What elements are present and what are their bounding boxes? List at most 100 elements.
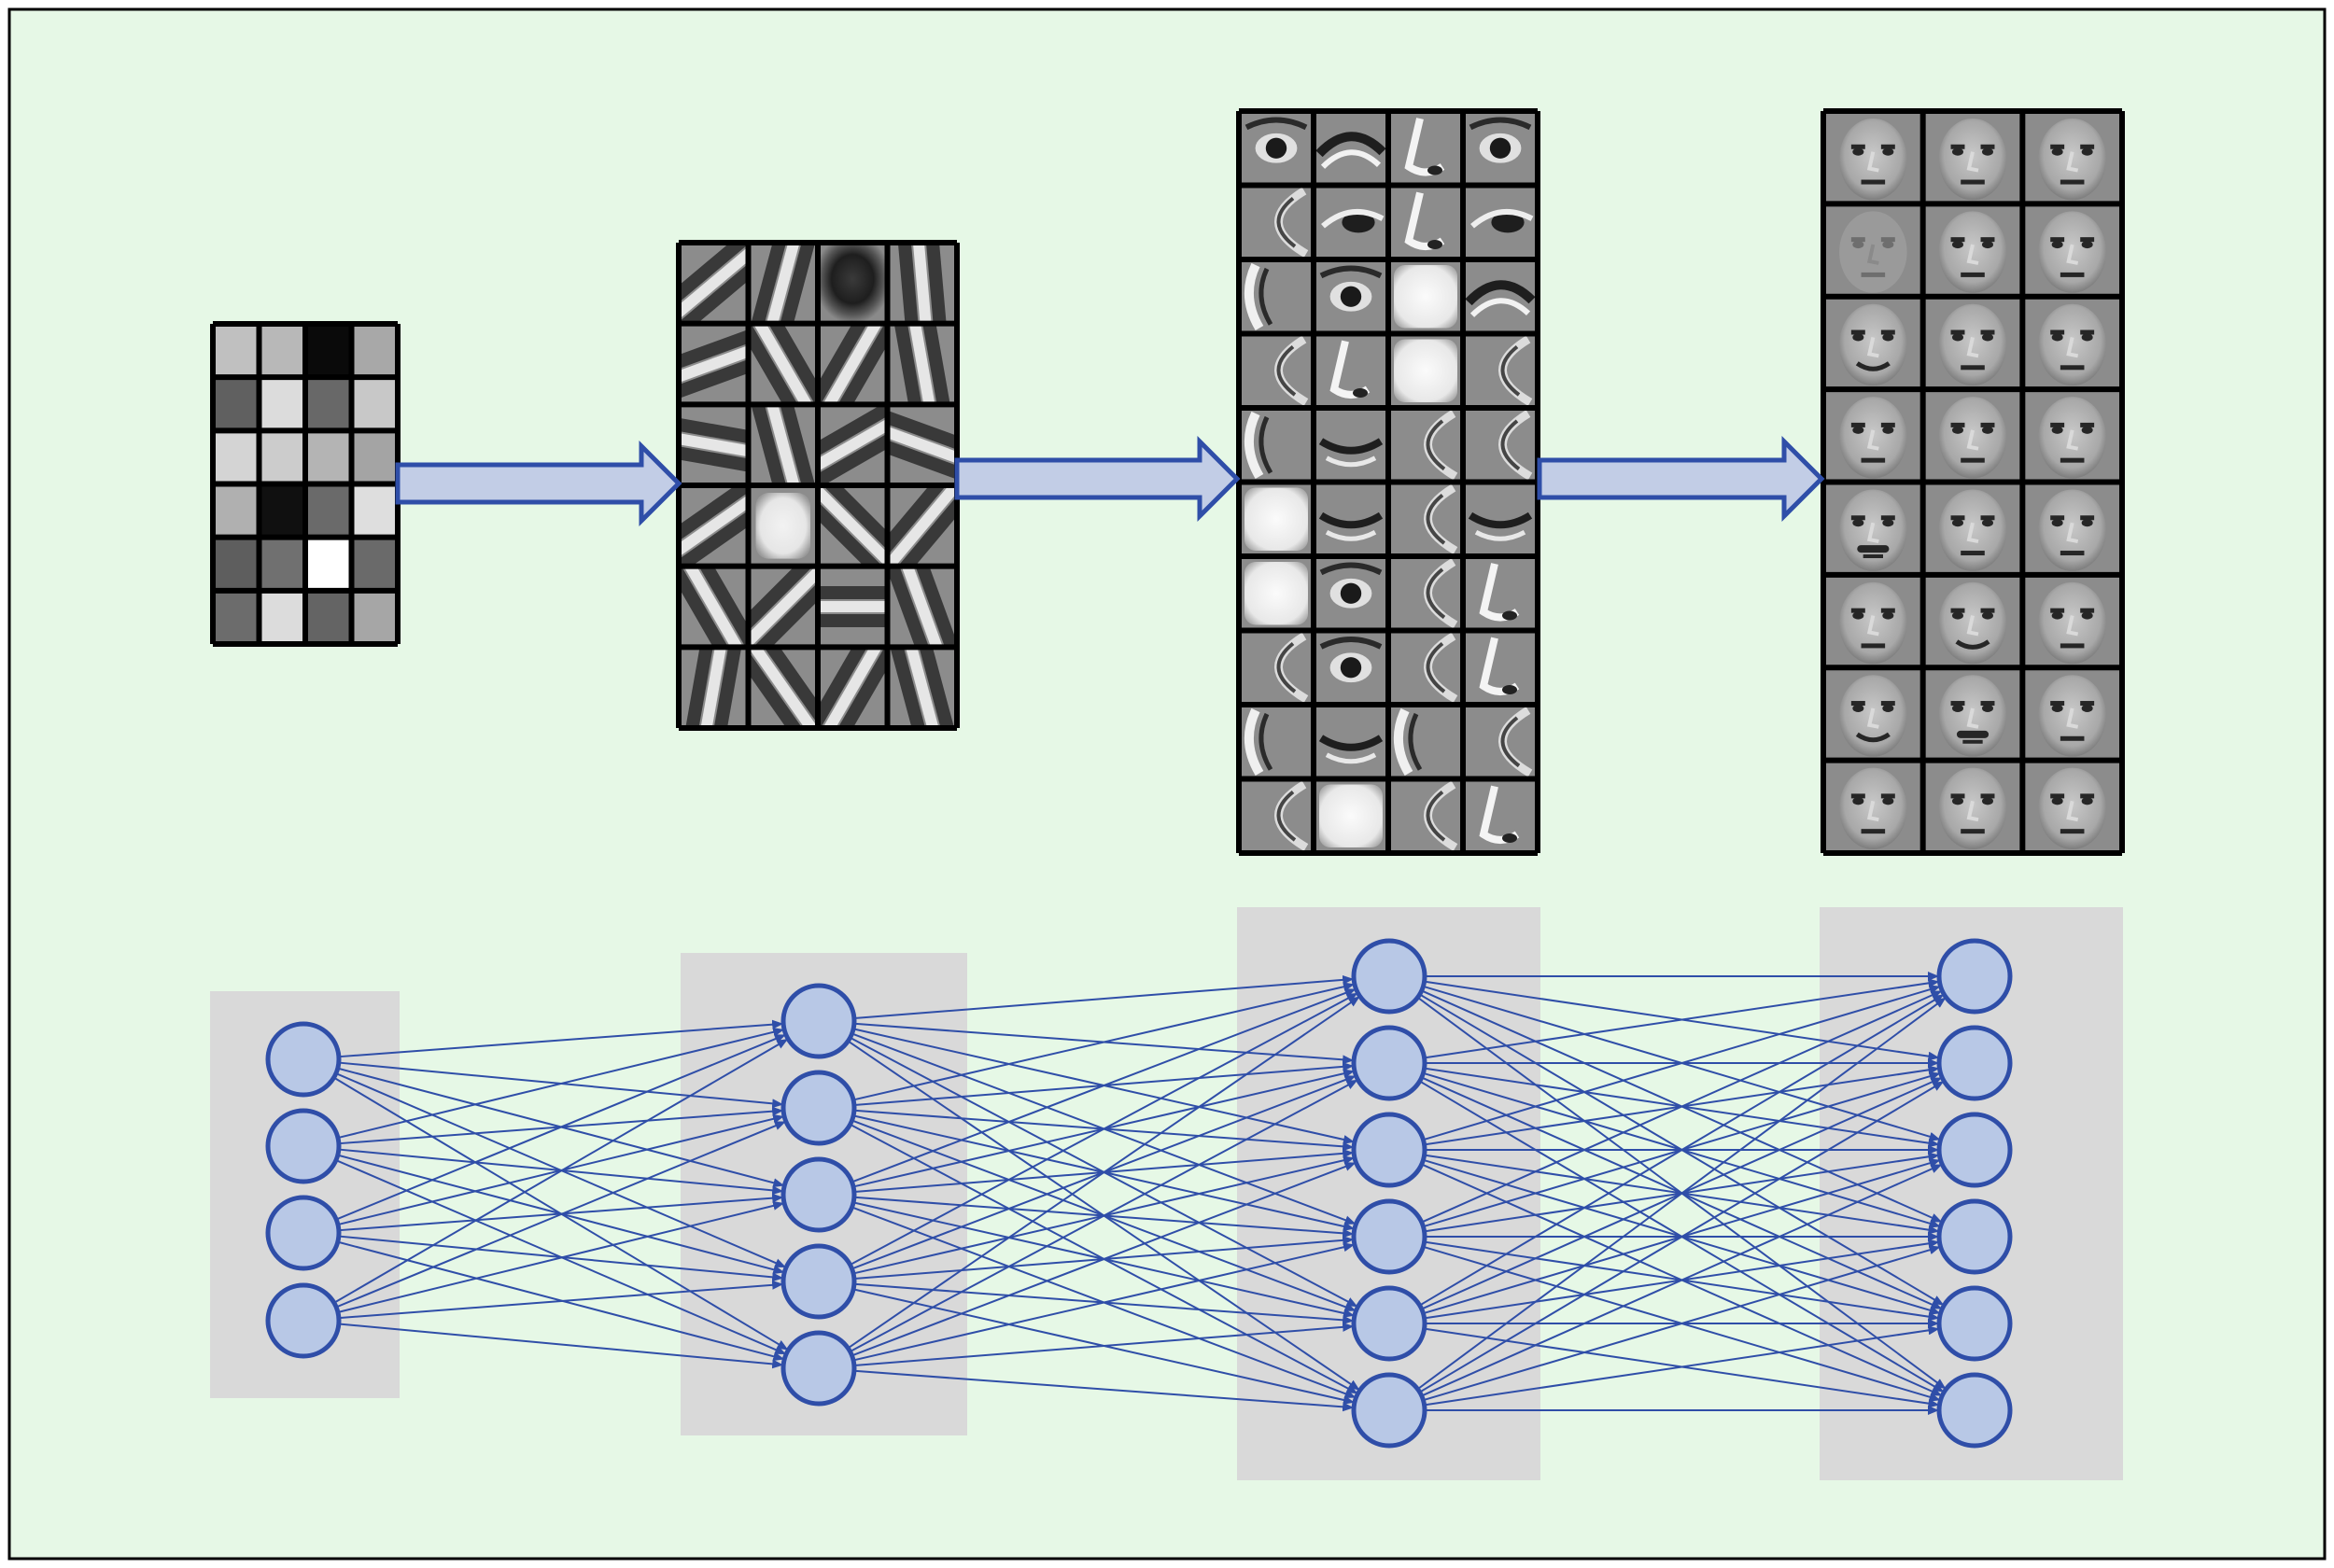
feature-cell-face-parts-19 [1388, 408, 1463, 483]
feature-cell-edges-7 [818, 323, 888, 405]
connection-l3-6-to-l4-1 [1416, 997, 1947, 1391]
connection-l2-5-to-l3-4 [852, 1242, 1355, 1362]
feature-cell-faces-7 [1823, 296, 1923, 390]
feature-cell-faces-14 [1922, 482, 2023, 575]
feature-cell-pixels-10 [259, 430, 305, 484]
feature-cell-edges-20 [887, 566, 957, 648]
feature-cell-pixels-8 [351, 377, 398, 431]
neuron-layer-3-5 [1351, 1285, 1427, 1362]
feature-cell-face-parts-25 [1239, 556, 1314, 631]
feature-cell-faces-22 [1823, 760, 1923, 853]
neuron-layer-3-4 [1351, 1198, 1427, 1275]
connection-l3-2-to-l4-1 [1424, 978, 1940, 1059]
feature-cell-face-parts-2 [1314, 111, 1388, 186]
neuron-layer-4-3 [1936, 1112, 2013, 1188]
neuron-layer-1-3 [265, 1195, 342, 1271]
feature-cell-face-parts-13 [1239, 333, 1314, 408]
connection-l3-3-to-l4-1 [1423, 985, 1941, 1141]
feature-cell-pixels-6 [259, 377, 305, 431]
feature-cell-edges-5 [679, 323, 749, 405]
feature-cell-pixels-13 [213, 483, 260, 538]
feature-grids [210, 108, 2125, 856]
connection-l2-5-to-l3-5 [853, 1322, 1355, 1367]
feature-cell-pixels-2 [259, 324, 305, 378]
feature-cell-face-parts-16 [1463, 333, 1538, 408]
feature-cell-pixels-11 [305, 430, 352, 484]
feature-cell-face-parts-34 [1314, 705, 1388, 779]
neuron-layer-3-6 [1351, 1372, 1427, 1449]
feature-cell-face-parts-17 [1239, 408, 1314, 483]
connection-l1-4-to-l2-1 [333, 1038, 789, 1304]
connection-l3-6-to-l4-3 [1421, 1163, 1943, 1397]
neuron-layer-2-3 [780, 1156, 857, 1233]
feature-cell-pixels-17 [213, 537, 260, 591]
feature-cell-edges-19 [818, 566, 888, 648]
feature-cell-face-parts-5 [1239, 185, 1314, 259]
feature-cell-face-parts-35 [1388, 705, 1463, 779]
connection-l3-5-to-l4-1 [1419, 994, 1945, 1307]
feature-cell-faces-6 [2022, 203, 2122, 297]
feature-cell-face-parts-12 [1463, 259, 1538, 334]
feature-cell-pixels-5 [213, 377, 260, 431]
connection-l2-5-to-l3-2 [850, 1079, 1358, 1352]
feature-cell-faces-16 [1823, 574, 1923, 668]
connection-l1-4-to-l2-4 [338, 1280, 784, 1320]
feature-cell-faces-18 [2022, 574, 2122, 668]
feature-cell-face-parts-27 [1388, 556, 1463, 631]
feature-cell-edges-18 [748, 566, 818, 648]
feature-cell-pixels-4 [351, 324, 398, 378]
feature-cell-edges-8 [887, 323, 957, 405]
feature-cell-edges-4 [887, 243, 957, 324]
feature-cell-face-parts-37 [1239, 778, 1314, 853]
connection-l1-4-to-l2-3 [337, 1201, 785, 1313]
feature-cell-pixels-19 [305, 537, 352, 591]
feature-cell-face-parts-8 [1463, 185, 1538, 259]
feature-cell-edges-11 [818, 404, 888, 486]
feature-cell-face-parts-32 [1463, 630, 1538, 705]
feature-cell-face-parts-1 [1239, 111, 1314, 186]
feature-cell-pixels-15 [305, 483, 352, 538]
feature-cell-faces-9 [2022, 296, 2122, 390]
feature-cell-face-parts-6 [1314, 185, 1388, 259]
network-nodes [265, 938, 2013, 1449]
connection-l1-2-to-l2-1 [337, 1027, 785, 1140]
neuron-layer-3-3 [1351, 1112, 1427, 1188]
feature-cell-face-parts-24 [1463, 482, 1538, 556]
feature-cell-faces-2 [1922, 111, 2023, 204]
feature-cell-edges-3 [818, 243, 888, 324]
connection-l2-5-to-l3-1 [847, 996, 1360, 1350]
connection-l3-6-to-l4-2 [1419, 1081, 1945, 1393]
feature-cell-faces-17 [1922, 574, 2023, 668]
feature-grid-face-parts [1236, 108, 1540, 856]
feature-cell-edges-1 [679, 243, 749, 324]
connection-l1-4-to-l2-5 [338, 1323, 784, 1369]
neuron-layer-4-4 [1936, 1198, 2013, 1275]
feature-cell-faces-13 [1823, 482, 1923, 575]
stage-arrow-2 [954, 435, 1241, 523]
feature-cell-faces-12 [2022, 389, 2122, 483]
feature-cell-face-parts-31 [1388, 630, 1463, 705]
feature-cell-edges-24 [887, 647, 957, 728]
feature-cell-faces-11 [1922, 389, 2023, 483]
feature-cell-face-parts-14 [1314, 333, 1388, 408]
feature-cell-faces-5 [1922, 203, 2023, 297]
feature-cell-face-parts-38 [1314, 778, 1388, 853]
feature-cell-faces-10 [1823, 389, 1923, 483]
neuron-layer-2-5 [780, 1330, 857, 1407]
feature-grid-edges [676, 240, 960, 731]
feature-cell-pixels-18 [259, 537, 305, 591]
stage-arrow-1 [395, 440, 682, 527]
feature-cell-face-parts-40 [1463, 778, 1538, 853]
neuron-layer-4-6 [1936, 1372, 2013, 1449]
feature-cell-edges-13 [679, 485, 749, 567]
neuron-layer-1-4 [265, 1282, 342, 1359]
feature-cell-face-parts-36 [1463, 705, 1538, 779]
feature-cell-edges-2 [748, 243, 818, 324]
feature-cell-pixels-24 [351, 590, 398, 644]
feature-cell-pixels-9 [213, 430, 260, 484]
neuron-layer-1-1 [265, 1021, 342, 1098]
feature-cell-face-parts-4 [1463, 111, 1538, 186]
neuron-layer-3-2 [1351, 1025, 1427, 1101]
feature-cell-face-parts-11 [1388, 259, 1463, 334]
connection-l2-5-to-l3-3 [851, 1162, 1357, 1357]
